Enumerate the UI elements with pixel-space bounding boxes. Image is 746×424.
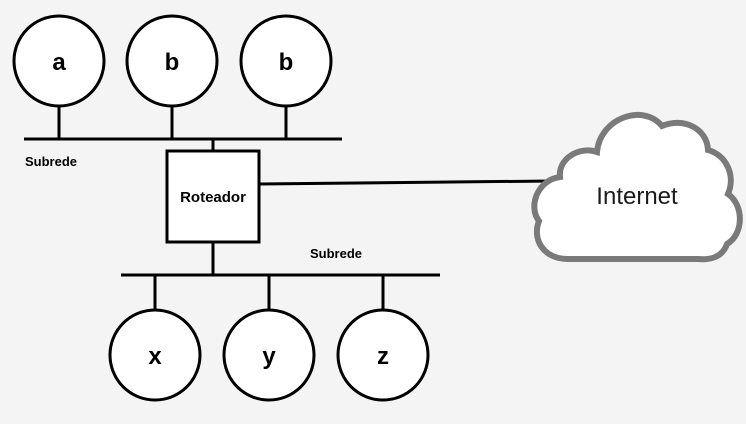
router-box <box>165 149 261 244</box>
cloud-icon <box>531 112 743 263</box>
bottom-subnet-label: Subrede <box>310 246 362 261</box>
host-z-label: z <box>377 343 389 370</box>
host-b1-label: b <box>165 49 180 76</box>
host-b1: b <box>125 14 219 108</box>
host-z-circle <box>336 308 430 402</box>
host-x-circle <box>108 308 202 402</box>
host-x-label: x <box>148 343 162 370</box>
host-b2-circle <box>239 14 333 108</box>
internet-cloud: Internet <box>531 112 743 263</box>
host-b1-circle <box>125 14 219 108</box>
internet-label: Internet <box>596 183 678 210</box>
router-label: Roteador <box>180 189 246 206</box>
host-z: z <box>336 308 430 402</box>
host-b2: b <box>239 14 333 108</box>
host-b2-label: b <box>279 49 294 76</box>
host-a-label: a <box>52 49 66 76</box>
host-x: x <box>108 308 202 402</box>
host-a-circle <box>12 14 106 108</box>
host-y: y <box>222 308 316 402</box>
top-subnet-label: Subrede <box>25 154 77 169</box>
host-y-circle <box>222 308 316 402</box>
host-a: a <box>12 14 106 108</box>
internet-link <box>258 179 552 186</box>
router: Roteador <box>165 149 261 244</box>
host-y-label: y <box>262 343 276 370</box>
